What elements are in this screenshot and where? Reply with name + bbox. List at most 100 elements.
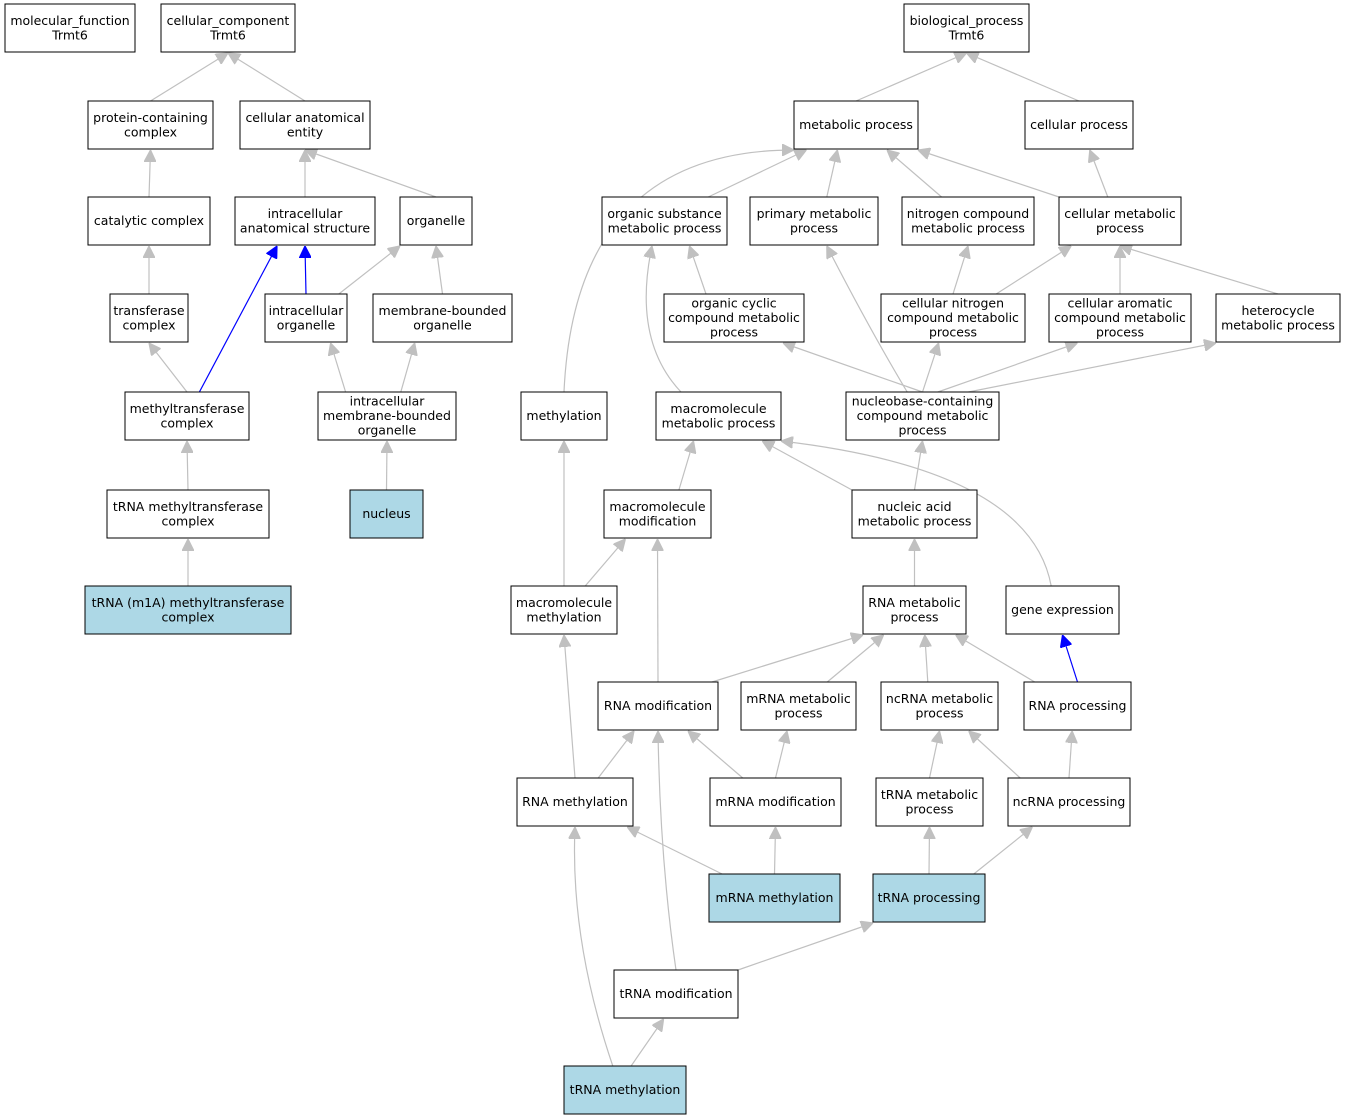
term-box <box>124 391 250 441</box>
term-box <box>239 100 371 150</box>
term-node-ncpr[interactable]: ncRNA processing <box>1007 777 1131 827</box>
term-node-nuc[interactable]: nucleus <box>349 489 424 539</box>
term-node-org[interactable]: organelle <box>399 196 473 246</box>
term-box <box>234 196 376 246</box>
term-node-rmet[interactable]: RNA methylation <box>516 777 634 827</box>
term-node-metp[interactable]: metabolic process <box>793 100 919 150</box>
term-label: macromolecule <box>670 401 766 416</box>
term-node-celp[interactable]: cellular process <box>1024 100 1134 150</box>
edge-occm-to-osmp <box>690 246 707 295</box>
term-node-trpr[interactable]: tRNA processing <box>872 873 986 923</box>
term-box <box>1023 681 1132 731</box>
term-label: organelle <box>413 317 472 332</box>
term-node-rpro[interactable]: RNA processing <box>1023 681 1132 731</box>
term-label: Trmt6 <box>51 27 88 42</box>
term-node-mrme[interactable]: mRNA methylation <box>708 873 841 923</box>
edge-mbo-to-org <box>436 246 443 295</box>
term-label: process <box>915 705 963 720</box>
term-label: cellular nitrogen <box>902 296 1004 311</box>
edge-trmp-to-ncrm <box>928 731 940 779</box>
term-node-rmod[interactable]: RNA modification <box>597 681 719 731</box>
term-label: process <box>898 423 946 438</box>
term-node-trmo[interactable]: tRNA modification <box>613 969 739 1019</box>
term-box <box>1215 293 1341 343</box>
term-label: compound metabolic <box>668 310 800 325</box>
term-label: mRNA metabolic <box>746 691 851 706</box>
term-box <box>663 293 805 343</box>
term-box <box>740 681 857 731</box>
term-label: tRNA processing <box>878 890 981 905</box>
edge-rmod-to-mmod <box>658 539 659 683</box>
term-label: intracellular <box>268 206 344 221</box>
term-node-mrmo[interactable]: mRNA modification <box>709 777 842 827</box>
term-box <box>749 196 879 246</box>
edge-trmo-to-rmod <box>658 731 677 971</box>
edge-iorg-to-org <box>338 246 400 295</box>
edge-imbo-to-mbo <box>400 343 415 393</box>
term-label: macromolecule <box>609 499 705 514</box>
edge-nbcm-to-cacm <box>937 343 1078 393</box>
term-box <box>563 1065 687 1115</box>
term-box <box>875 777 984 827</box>
edge-rmet-to-rmod <box>597 731 634 779</box>
term-node-meth[interactable]: methylation <box>520 391 608 441</box>
term-label: complex <box>162 513 215 528</box>
term-node-gexp[interactable]: gene expression <box>1005 585 1120 635</box>
term-node-catc[interactable]: catalytic complex <box>87 196 211 246</box>
edge-rmod-to-rmp <box>711 635 863 683</box>
edge-mrmp-to-rmp <box>826 635 883 683</box>
term-label: membrane-bounded <box>379 303 507 318</box>
term-node-trme[interactable]: tRNA methylation <box>563 1065 687 1115</box>
term-label: process <box>1096 325 1144 340</box>
term-box <box>880 293 1026 343</box>
edge-mtc-to-trc <box>149 343 188 393</box>
term-box <box>160 3 296 53</box>
term-label: transferase <box>113 303 185 318</box>
edge-mmod-to-mmp <box>678 441 694 491</box>
edge-cncm-to-cmp <box>995 246 1071 295</box>
edge-cmp-to-metp <box>918 150 1060 198</box>
edge-mrme-to-mrmo <box>775 827 776 875</box>
term-label: tRNA methylation <box>570 1082 681 1097</box>
term-box <box>862 585 967 635</box>
edge-celp-to-bp <box>967 53 1080 102</box>
edge-nbcm-to-cncm <box>921 343 939 393</box>
term-label: cellular process <box>1030 117 1128 132</box>
term-label: complex <box>162 609 215 624</box>
edge-pmp-to-metp <box>826 150 838 198</box>
term-box <box>109 293 189 343</box>
term-label: methylation <box>526 609 601 624</box>
term-label: cellular metabolic <box>1064 206 1176 221</box>
term-label: process <box>929 325 977 340</box>
